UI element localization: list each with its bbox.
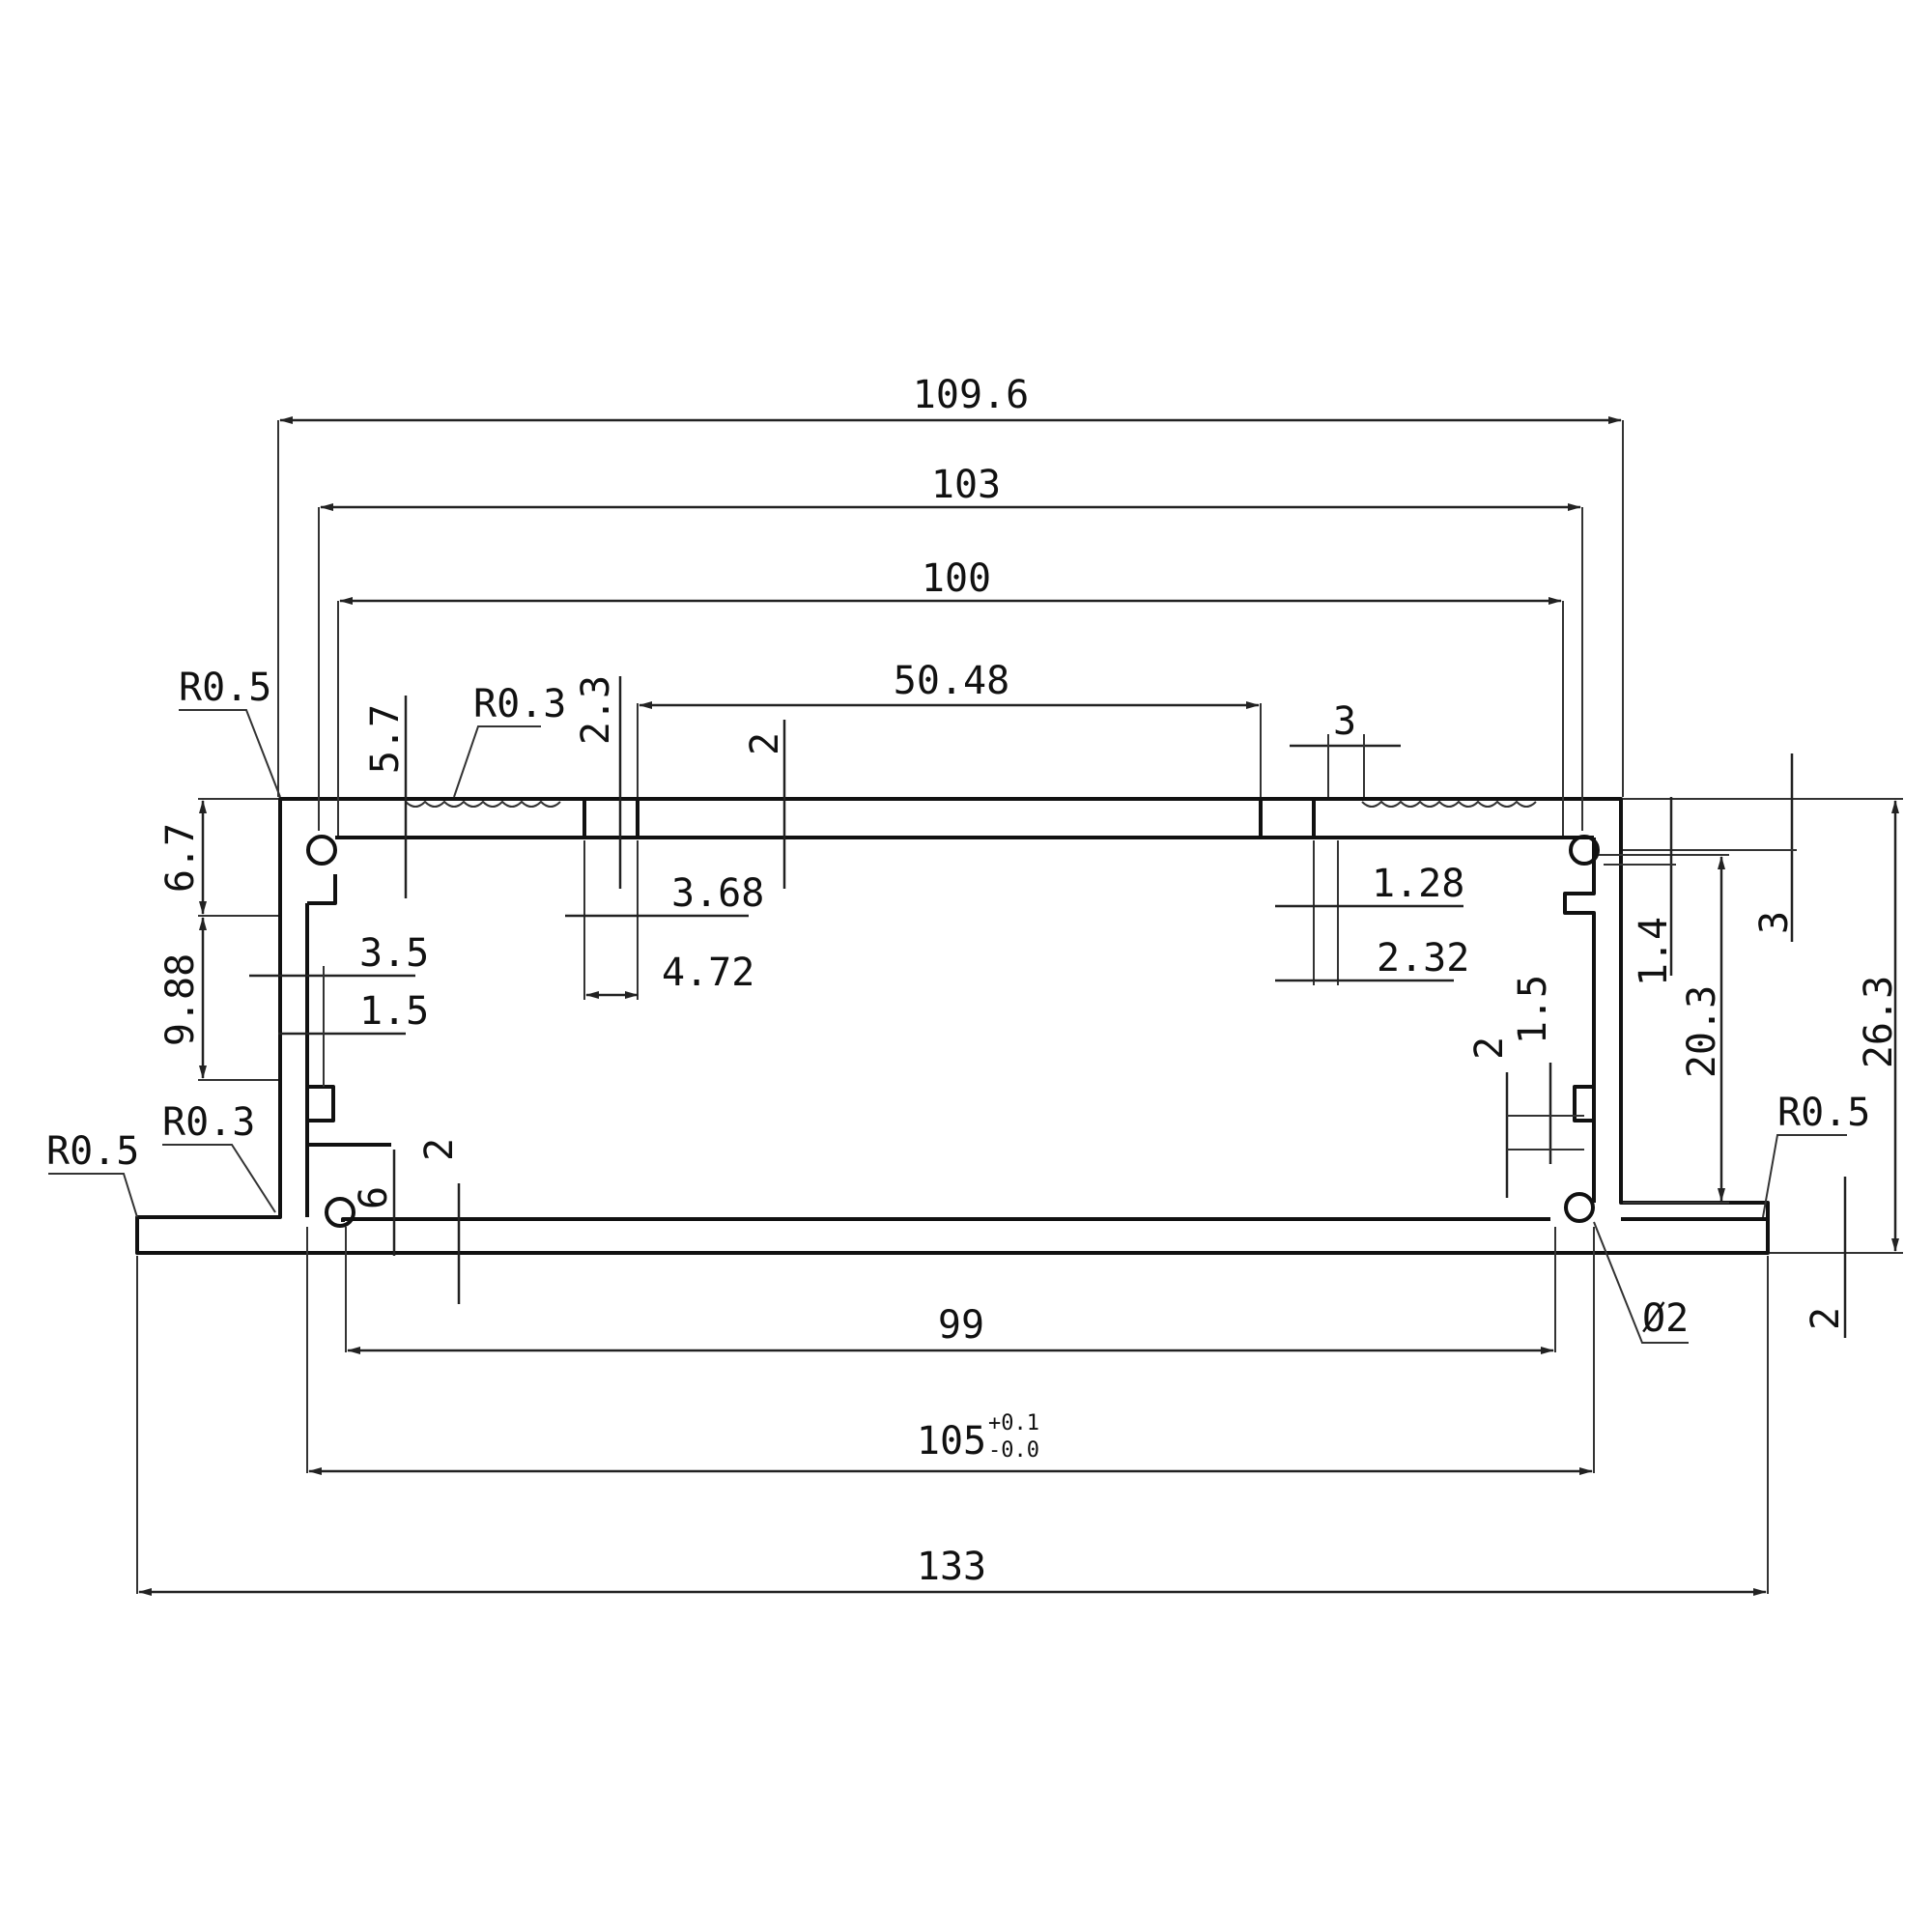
label-4-72: 4.72 — [662, 951, 754, 995]
left-bottom-groove — [307, 1085, 1550, 1222]
callout-r05-bottom-left: R0.5 — [46, 1129, 139, 1174]
label-2-bottom-left: 2 — [417, 1138, 462, 1161]
label-105-tol-plus: +0.1 — [988, 1411, 1039, 1435]
label-105: 105 — [917, 1419, 986, 1463]
label-109-6: 109.6 — [913, 373, 1029, 417]
label-2-right: 2 — [1467, 1037, 1512, 1060]
label-1-5-right: 1.5 — [1511, 975, 1555, 1044]
dimension-text: 109.6 103 100 50.48 99 105 +0.1 -0.0 133… — [46, 373, 1901, 1589]
label-133: 133 — [917, 1545, 986, 1589]
dimension-lines — [48, 416, 1903, 1596]
label-6: 6 — [352, 1186, 396, 1209]
top-serrations-left — [405, 800, 561, 808]
slot-left — [582, 799, 639, 838]
callout-r05-right: R0.5 — [1777, 1091, 1870, 1135]
label-50-48: 50.48 — [894, 659, 1009, 703]
callout-r05-top-left: R0.5 — [179, 666, 271, 710]
label-20-3: 20.3 — [1680, 985, 1724, 1078]
base-inner-line — [137, 1215, 1768, 1221]
label-26-3: 26.3 — [1857, 976, 1901, 1068]
label-105-tol-minus: -0.0 — [988, 1438, 1039, 1463]
leader-r05-bottom-left — [48, 1173, 138, 1218]
label-5-7: 5.7 — [363, 704, 408, 774]
leader-r03-left — [162, 1144, 276, 1213]
right-wall — [1563, 799, 1623, 1203]
slot-right — [1259, 799, 1316, 838]
callout-phi2: Ø2 — [1642, 1296, 1689, 1341]
label-2-far-right: 2 — [1804, 1307, 1848, 1330]
right-top-screw-boss — [1569, 835, 1600, 866]
callout-r03-left: R0.3 — [162, 1100, 255, 1145]
label-9-88: 9.88 — [158, 953, 203, 1046]
label-1-4: 1.4 — [1632, 917, 1676, 986]
label-1-5-left: 1.5 — [359, 989, 429, 1034]
leader-r05-top-left — [179, 709, 281, 798]
leader-r03-top — [453, 725, 541, 798]
extrusion-profile — [135, 797, 1770, 1255]
label-2-3: 2.3 — [574, 675, 618, 745]
right-bottom-groove — [1573, 1085, 1594, 1122]
label-99: 99 — [938, 1303, 984, 1348]
label-2-32: 2.32 — [1377, 936, 1469, 980]
callout-r03-top: R0.3 — [473, 682, 566, 726]
label-1-28: 1.28 — [1372, 862, 1464, 906]
left-bottom-screw-boss — [325, 1197, 355, 1228]
leader-phi2 — [1593, 1221, 1689, 1344]
left-top-screw-boss — [306, 835, 337, 866]
label-3-68: 3.68 — [671, 871, 764, 916]
label-103: 103 — [931, 463, 1001, 507]
left-wall — [278, 799, 337, 1217]
label-100: 100 — [922, 556, 991, 601]
label-3-5: 3.5 — [359, 931, 429, 976]
top-serrations-right — [1361, 800, 1537, 808]
label-6-7: 6.7 — [158, 823, 203, 893]
label-2-top: 2 — [743, 732, 787, 755]
label-3-slot: 3 — [1333, 699, 1356, 744]
right-bottom-screw-boss — [1564, 1192, 1595, 1223]
leader-r05-right — [1762, 1134, 1847, 1218]
label-3-right: 3 — [1752, 911, 1797, 934]
